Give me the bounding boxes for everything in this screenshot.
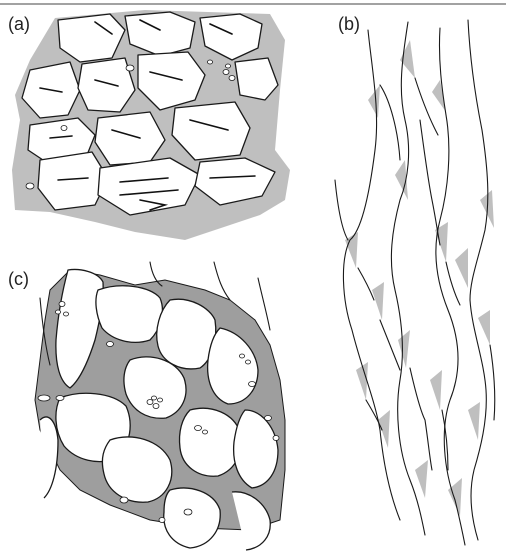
panel-c-label: (c) [8, 269, 29, 289]
cell [157, 299, 216, 369]
cell [40, 417, 58, 498]
panel-b: (b) [335, 14, 495, 545]
panel-a-cells [22, 12, 278, 215]
panel-b-label: (b) [338, 14, 360, 34]
cell [164, 488, 220, 548]
cell [38, 152, 108, 210]
panel-b-walls [335, 20, 495, 545]
panel-a: (a) [8, 10, 290, 240]
panel-c: (c) [8, 262, 285, 550]
panel-b-gaps [345, 40, 494, 516]
cell [179, 408, 241, 476]
panel-a-label: (a) [8, 14, 30, 34]
